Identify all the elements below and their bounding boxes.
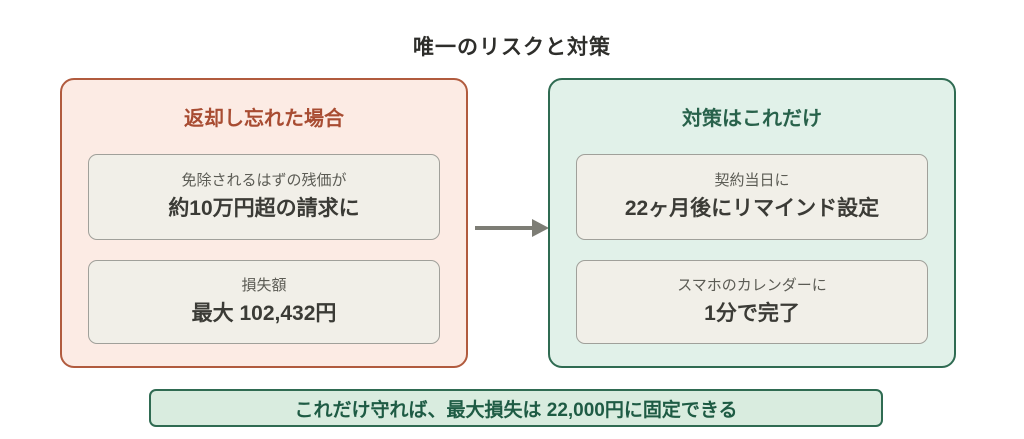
risk-card-residual-claim: 免除されるはずの残価が 約10万円超の請求に xyxy=(88,154,440,240)
measure-panel: 対策はこれだけ 契約当日に 22ヶ月後にリマインド設定 スマホのカレンダーに 1… xyxy=(548,78,956,368)
measure-card-calendar: スマホのカレンダーに 1分で完了 xyxy=(576,260,928,344)
card-subtitle: 免除されるはずの残価が xyxy=(181,172,347,189)
card-value: 約10万円超の請求に xyxy=(168,196,360,220)
page-title: 唯一のリスクと対策 xyxy=(413,36,611,59)
card-subtitle: スマホのカレンダーに xyxy=(677,277,827,294)
right-arrow-icon xyxy=(473,210,551,246)
card-value: 1分で完了 xyxy=(704,301,800,325)
card-subtitle: 契約当日に xyxy=(714,172,790,189)
conclusion-banner: これだけ守れば、最大損失は 22,000円に固定できる xyxy=(149,389,883,427)
risk-card-max-loss: 損失額 最大 102,432円 xyxy=(88,260,440,344)
measure-panel-title: 対策はこれだけ xyxy=(682,108,822,130)
card-value: 22ヶ月後にリマインド設定 xyxy=(624,196,880,220)
risk-panel: 返却し忘れた場合 免除されるはずの残価が 約10万円超の請求に 損失額 最大 1… xyxy=(60,78,468,368)
card-value: 最大 102,432円 xyxy=(191,301,337,325)
card-subtitle: 損失額 xyxy=(241,277,287,294)
measure-card-reminder: 契約当日に 22ヶ月後にリマインド設定 xyxy=(576,154,928,240)
risk-panel-title: 返却し忘れた場合 xyxy=(184,108,344,130)
